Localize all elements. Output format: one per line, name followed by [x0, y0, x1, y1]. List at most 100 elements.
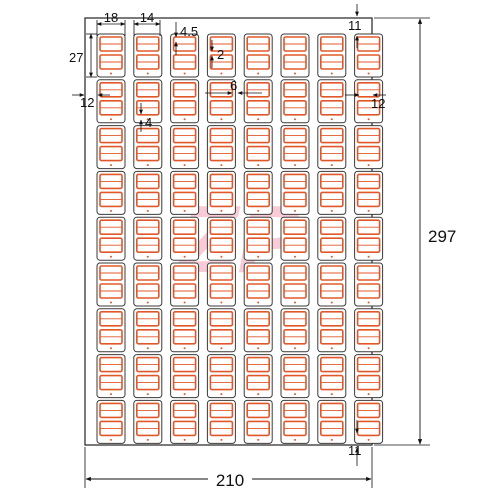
label-dot [220, 438, 223, 441]
label-dot [330, 393, 333, 396]
label-dot [367, 72, 370, 75]
label-cell [96, 354, 126, 399]
dim-label-6: 6 [230, 78, 237, 93]
label-cell [96, 125, 126, 170]
label-cell [96, 33, 126, 78]
label-cell [96, 216, 126, 261]
label-dot [110, 255, 112, 258]
label-cell [96, 262, 126, 307]
label-cell [96, 399, 126, 444]
dim-label-11-top: 11 [348, 18, 362, 33]
label-dot [257, 118, 260, 121]
label-cell [354, 125, 384, 170]
label-dot [330, 347, 333, 350]
label-cell [206, 308, 236, 353]
label-dot [110, 301, 112, 304]
label-cell [317, 125, 347, 170]
label-cell [243, 399, 273, 444]
label-cell [280, 33, 310, 78]
label-cell [96, 170, 126, 215]
dim-label-4-5: 4.5 [180, 24, 198, 39]
label-dot [257, 438, 260, 441]
label-dot [146, 255, 149, 258]
label-dot [146, 72, 149, 75]
label-dot [330, 72, 333, 75]
dim-label-2: 2 [217, 47, 224, 62]
label-dot [367, 118, 370, 121]
dim-label-12-left: 12 [80, 95, 94, 110]
label-cell [354, 79, 384, 124]
label-cell [206, 125, 236, 170]
label-cell [317, 33, 347, 78]
label-cell [170, 262, 200, 307]
label-cell [206, 262, 236, 307]
label-cell [133, 125, 163, 170]
label-dot [330, 301, 333, 304]
label-dot [220, 301, 223, 304]
label-dot [367, 255, 370, 258]
dim-label-14: 14 [140, 10, 154, 25]
label-cell [170, 354, 200, 399]
label-dot [294, 347, 296, 350]
label-cell [317, 216, 347, 261]
label-dot [183, 118, 186, 121]
label-cell [170, 216, 200, 261]
label-cell [280, 170, 310, 215]
label-dot [183, 72, 186, 75]
label-dot [183, 209, 186, 212]
label-cell [133, 308, 163, 353]
label-dot [330, 118, 333, 121]
label-dot [367, 438, 370, 441]
label-cell [243, 79, 273, 124]
label-dot [110, 72, 112, 75]
label-dot [146, 118, 149, 121]
label-cell [206, 354, 236, 399]
label-cell [317, 354, 347, 399]
label-cell [354, 262, 384, 307]
label-dot [220, 393, 223, 396]
label-cell [206, 170, 236, 215]
label-cell [170, 125, 200, 170]
label-cell [206, 399, 236, 444]
label-dot [330, 164, 333, 167]
label-dot [367, 347, 370, 350]
label-dot [220, 118, 223, 121]
dim-label-297: 297 [428, 227, 456, 246]
label-cell [354, 33, 384, 78]
label-dot [220, 72, 223, 75]
label-dot [257, 301, 260, 304]
label-cell [243, 354, 273, 399]
label-cell [170, 399, 200, 444]
label-dot [110, 118, 112, 121]
label-cell [354, 399, 384, 444]
label-cell [280, 262, 310, 307]
label-dot [110, 164, 112, 167]
label-dot [257, 72, 260, 75]
label-cell [317, 399, 347, 444]
label-dot [330, 255, 333, 258]
label-cell [206, 33, 236, 78]
label-dot [330, 438, 333, 441]
dim-label-210: 210 [216, 471, 244, 490]
label-cell [243, 170, 273, 215]
label-cell [133, 170, 163, 215]
label-dot [146, 301, 149, 304]
label-dot [220, 209, 223, 212]
label-dot [257, 255, 260, 258]
label-dot [367, 209, 370, 212]
label-cell [243, 33, 273, 78]
label-dot [220, 255, 223, 258]
label-cell [170, 170, 200, 215]
label-cell [133, 216, 163, 261]
dim-label-11-bottom: 11 [348, 443, 362, 458]
label-cell [280, 354, 310, 399]
label-dot [110, 209, 112, 212]
label-cell [170, 33, 200, 78]
label-dot [110, 438, 112, 441]
label-dot [367, 301, 370, 304]
label-cell [243, 125, 273, 170]
labels-grid [96, 33, 384, 444]
label-dot [146, 209, 149, 212]
label-cell [280, 79, 310, 124]
